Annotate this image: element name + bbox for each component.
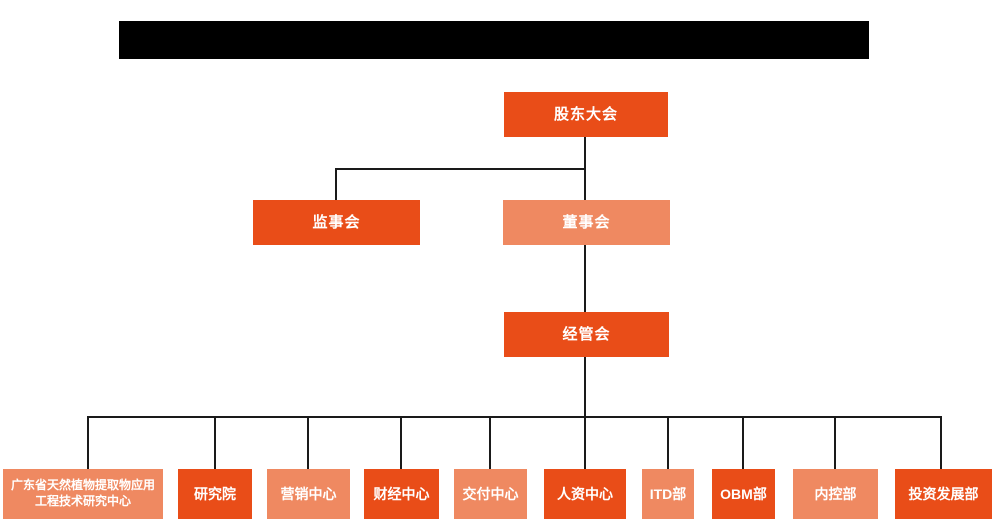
connector-line [667,416,669,470]
connector-line [489,416,491,470]
connector-line [214,416,216,470]
connector-line [584,245,586,312]
connector-line [940,416,942,470]
node-dept-hr-center: 人资中心 [544,469,626,519]
node-dept-finance-center: 财经中心 [364,469,439,519]
connector-line [87,416,942,418]
node-dept-investment-development: 投资发展部 [895,469,992,519]
node-dept-obm: OBM部 [712,469,775,519]
node-dept-itd: ITD部 [642,469,694,519]
connector-line [834,416,836,470]
connector-line [400,416,402,470]
node-dept-marketing-center: 营销中心 [267,469,350,519]
node-management-committee: 经管会 [504,312,669,357]
connector-line [335,168,586,170]
connector-line [584,416,586,470]
node-supervisory-board: 监事会 [253,200,420,245]
node-board-of-directors: 董事会 [503,200,670,245]
connector-line [584,357,586,417]
node-dept-research-center: 广东省天然植物提取物应用工程技术研究中心 [3,469,163,519]
node-shareholders-meeting: 股东大会 [504,92,668,137]
node-dept-research-institute: 研究院 [178,469,252,519]
connector-line [87,416,89,470]
node-dept-delivery-center: 交付中心 [454,469,527,519]
connector-line [742,416,744,470]
redacted-title-bar [119,21,869,59]
connector-line [335,168,337,200]
connector-line [307,416,309,470]
node-dept-internal-control: 内控部 [793,469,878,519]
